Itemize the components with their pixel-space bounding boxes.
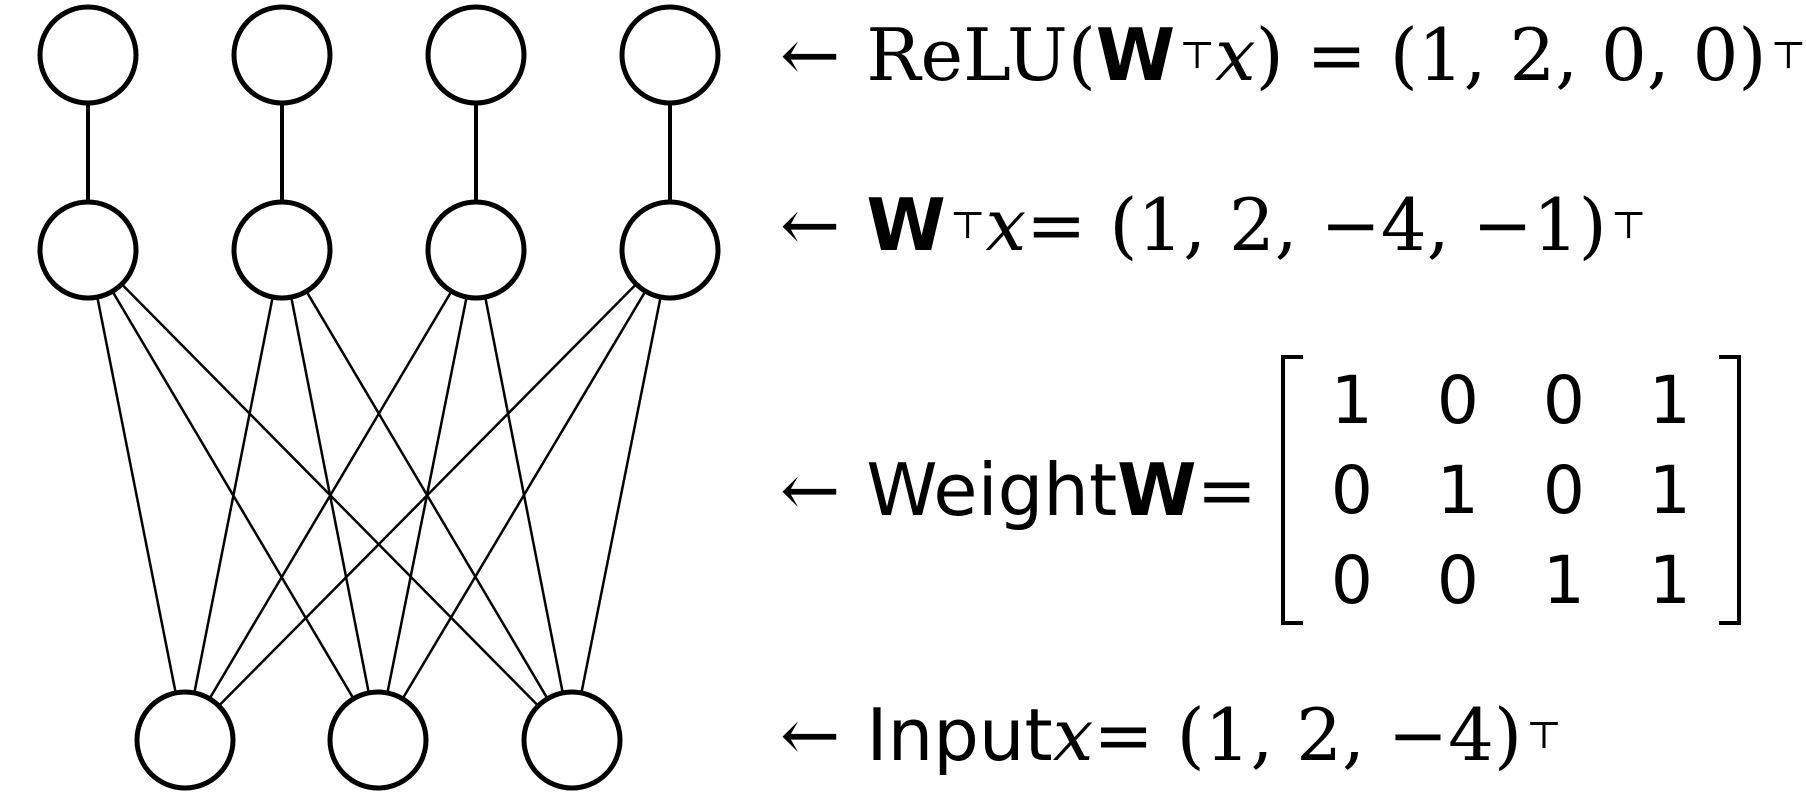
weight-edge (401, 290, 647, 700)
output-node (231, 4, 333, 106)
weight-edge (217, 283, 638, 707)
weight-label: ← Weight W = 1 0 0 1 0 1 0 1 0 0 1 1 (780, 355, 1741, 625)
relu-func: ReLU( (866, 13, 1096, 97)
input-text: Input (866, 693, 1053, 777)
hidden-node (425, 199, 527, 301)
output-node (425, 4, 527, 106)
weight-symbol: W (1095, 13, 1176, 97)
input-node (327, 689, 429, 791)
output-node (37, 4, 139, 106)
matrix-cell: 0 (1542, 451, 1585, 529)
preactivation-value: = (1, 2, −4, −1) (1026, 183, 1607, 267)
left-arrow-icon: ← (780, 448, 841, 532)
equals-sign: = (1196, 448, 1257, 532)
matrix-cell: 0 (1330, 451, 1373, 529)
network-diagram (37, 4, 721, 791)
matrix-cell: 0 (1436, 541, 1479, 619)
left-arrow-icon: ← (780, 13, 841, 97)
matrix-row: 1 0 0 1 (1299, 355, 1723, 445)
hidden-node (37, 199, 139, 301)
weight-matrix: 1 0 0 1 0 1 0 1 0 0 1 1 (1280, 355, 1741, 625)
input-value: = (1, 2, −4) (1093, 693, 1523, 777)
input-node (134, 689, 236, 791)
matrix-row: 0 0 1 1 (1299, 535, 1723, 625)
matrix-cell: 1 (1648, 361, 1691, 439)
weight-edge (580, 296, 662, 694)
weight-edge (193, 296, 274, 694)
matrix-cell: 0 (1542, 361, 1585, 439)
x-symbol: x (1214, 13, 1256, 97)
weight-edge (96, 296, 177, 694)
matrix-cell: 1 (1436, 451, 1479, 529)
relu-value: ) = (1, 2, 0, 0) (1255, 13, 1767, 97)
output-node (619, 4, 721, 106)
edges-group (86, 103, 672, 707)
weight-symbol: W (866, 183, 946, 267)
matrix-cell: 1 (1648, 451, 1691, 529)
nodes-group (37, 4, 721, 791)
matrix-row: 0 1 0 1 (1299, 445, 1723, 535)
weight-edge (208, 290, 453, 700)
matrix-cell: 0 (1330, 541, 1373, 619)
left-arrow-icon: ← (780, 693, 841, 777)
hidden-node (231, 199, 333, 301)
matrix-cell: 1 (1648, 541, 1691, 619)
matrix-cell: 1 (1542, 541, 1585, 619)
left-arrow-icon: ← (780, 183, 841, 267)
x-symbol: x (985, 183, 1027, 267)
input-label: ← Input x = (1, 2, −4)⊤ (780, 693, 1562, 777)
relu-label: ← ReLU(W⊤x) = (1, 2, 0, 0)⊤ (780, 13, 1806, 97)
input-node (521, 689, 623, 791)
weight-text: Weight (866, 448, 1118, 532)
x-symbol: x (1052, 693, 1094, 777)
matrix-cell: 0 (1436, 361, 1479, 439)
hidden-node (619, 199, 721, 301)
matrix-cell: 1 (1330, 361, 1373, 439)
preactivation-label: ← W⊤x = (1, 2, −4, −1)⊤ (780, 183, 1647, 267)
weight-symbol: W (1117, 448, 1197, 532)
